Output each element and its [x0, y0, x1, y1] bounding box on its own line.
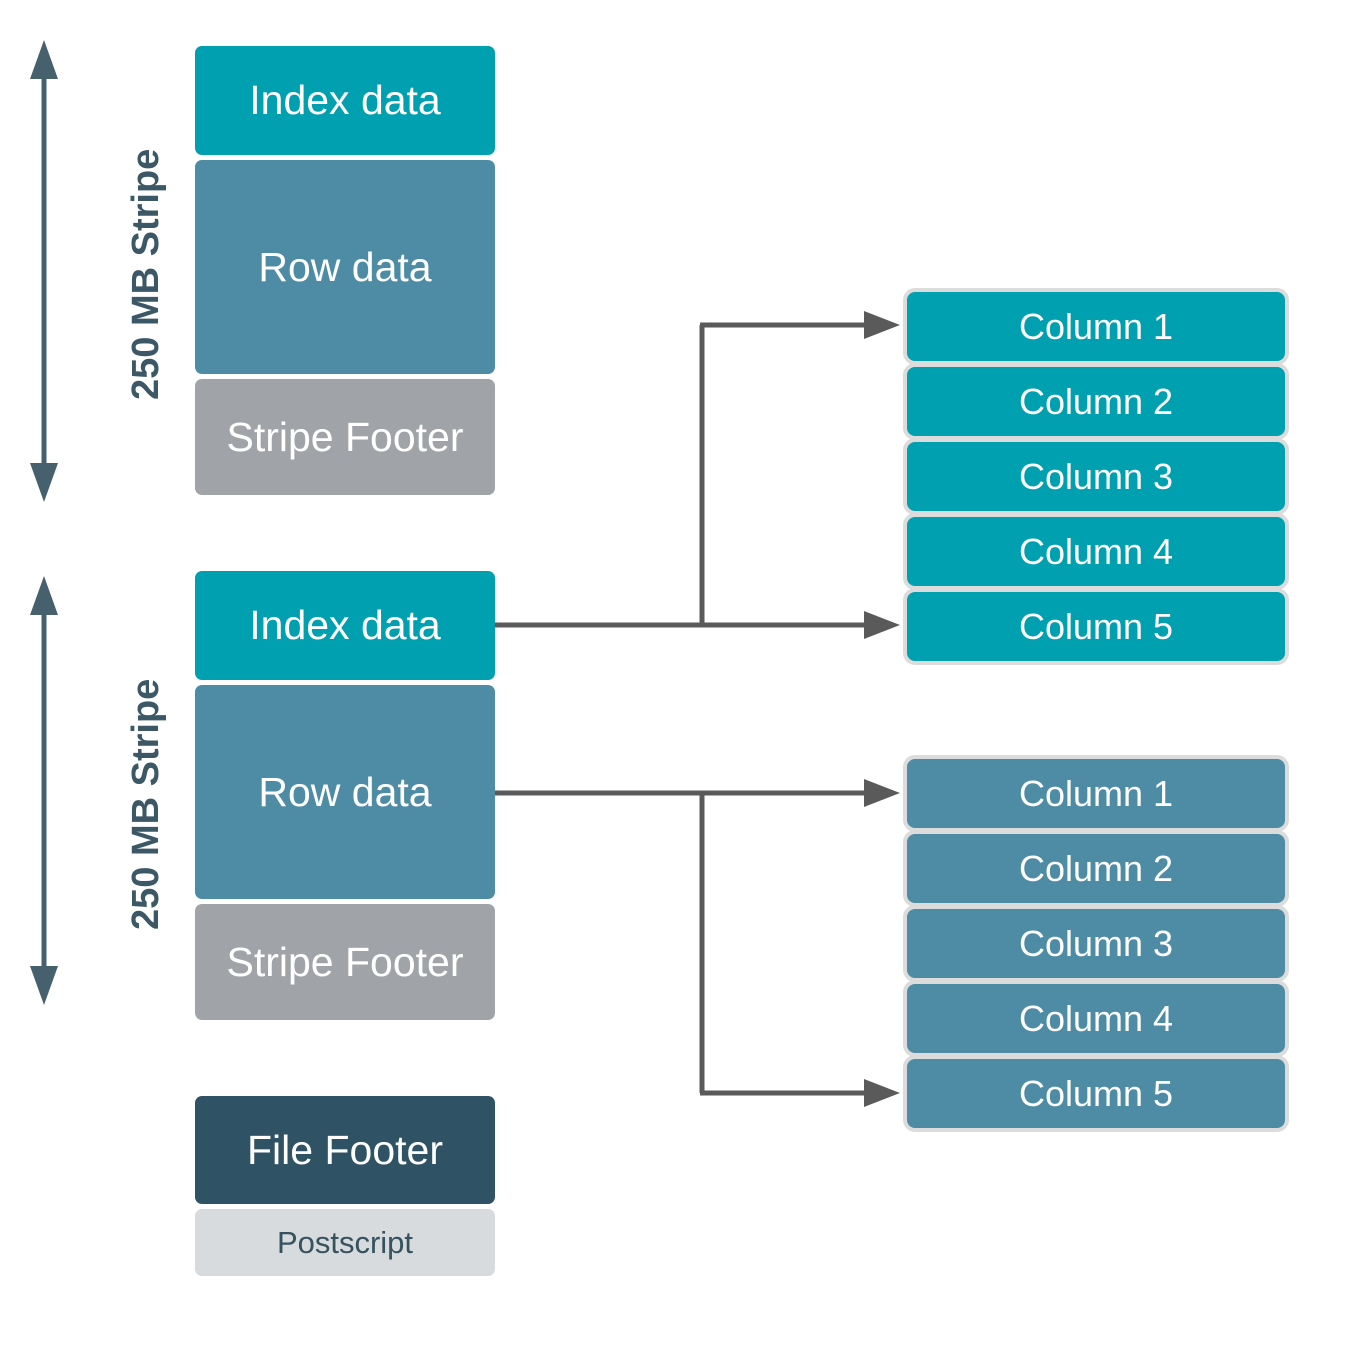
row-column-chip-3: Column 3	[903, 905, 1289, 982]
stripe-2-measure-arrow	[30, 576, 58, 1005]
stripe-1-index-data-block: Index data	[195, 46, 495, 155]
stripe-1-row-data-block: Row data	[195, 160, 495, 374]
stripe-1-stripe-footer-block: Stripe Footer	[195, 379, 495, 495]
stripe-1-measure-arrow	[30, 40, 58, 502]
index-column-chip-4: Column 4	[903, 513, 1289, 590]
index-column-chip-2: Column 2	[903, 363, 1289, 440]
row-column-chip-4: Column 4	[903, 980, 1289, 1057]
file-footer-block: File Footer	[195, 1096, 495, 1204]
index-column-chip-5: Column 5	[903, 588, 1289, 665]
stripe-2-index-data-block: Index data	[195, 571, 495, 680]
row-column-chip-2: Column 2	[903, 830, 1289, 907]
stripe-2-row-data-block: Row data	[195, 685, 495, 899]
stripe-2-stripe-footer-block: Stripe Footer	[195, 904, 495, 1020]
stripe-1-measure-label: 250 MB Stripe	[125, 148, 167, 400]
stripe-2-measure-label: 250 MB Stripe	[125, 678, 167, 930]
row-data-connector	[495, 779, 900, 1107]
row-column-chip-1: Column 1	[903, 755, 1289, 832]
postscript-block: Postscript	[195, 1209, 495, 1276]
index-column-chip-3: Column 3	[903, 438, 1289, 515]
index-data-connector	[495, 311, 900, 639]
index-column-chip-1: Column 1	[903, 288, 1289, 365]
row-column-chip-5: Column 5	[903, 1055, 1289, 1132]
